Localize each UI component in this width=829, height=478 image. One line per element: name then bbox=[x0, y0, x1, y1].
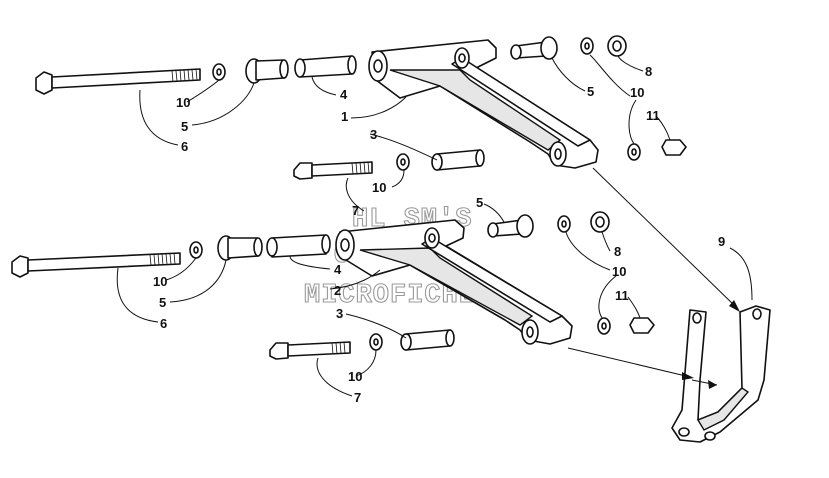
callout-upper-bushing-left: 5 bbox=[181, 119, 188, 134]
callout-lower-top-bushing: 5 bbox=[476, 195, 483, 210]
callout-upper-long-bolt: 6 bbox=[181, 139, 188, 154]
callout-upper-bushing-right: 5 bbox=[587, 84, 594, 99]
lower-nut-washer bbox=[597, 317, 655, 335]
upper-short-bolt bbox=[293, 161, 373, 180]
upper-left-washer bbox=[212, 63, 226, 81]
upper-nut-washer bbox=[627, 139, 687, 161]
callouts: 10 5 6 4 1 3 5 8 10 11 10 7 5 8 10 11 10… bbox=[153, 64, 725, 405]
callout-upper-short-bolt: 7 bbox=[352, 203, 359, 218]
callout-upper-spacer: 4 bbox=[340, 87, 348, 102]
callout-lower-sleeve: 3 bbox=[336, 306, 343, 321]
mounting-bracket bbox=[671, 305, 771, 443]
lower-assembly bbox=[11, 211, 655, 360]
upper-left-bushing bbox=[245, 58, 289, 84]
callout-lower-long-bolt: 6 bbox=[160, 316, 167, 331]
lower-a-arm bbox=[335, 219, 573, 345]
lower-long-bolt bbox=[11, 252, 181, 278]
callout-lower-outer-bushing: 8 bbox=[614, 244, 621, 259]
callout-lower-nut: 11 bbox=[615, 288, 629, 303]
callout-upper-a-arm: 1 bbox=[341, 109, 348, 124]
callout-lower-a-arm: 2 bbox=[334, 283, 341, 298]
upper-short-bolt-washer bbox=[396, 153, 410, 171]
callout-upper-outer-bushing: 8 bbox=[645, 64, 652, 79]
upper-sleeve bbox=[431, 149, 485, 171]
lower-sleeve bbox=[400, 329, 455, 351]
upper-outer-bushing bbox=[607, 35, 627, 57]
callout-lower-washer-right: 10 bbox=[612, 264, 626, 279]
callout-bracket: 9 bbox=[718, 234, 725, 249]
callout-lower-short-bolt-washer: 10 bbox=[348, 369, 362, 384]
lower-short-bolt bbox=[269, 341, 351, 360]
callout-lower-spacer: 4 bbox=[334, 262, 342, 277]
upper-spacer bbox=[294, 55, 357, 78]
callout-upper-washer-right: 10 bbox=[630, 85, 644, 100]
lower-spacer bbox=[266, 234, 331, 258]
callout-upper-nut: 11 bbox=[646, 108, 660, 123]
lower-left-bushing bbox=[217, 235, 263, 261]
upper-assembly bbox=[35, 35, 687, 180]
upper-right-washer bbox=[580, 37, 594, 55]
upper-long-bolt bbox=[35, 68, 201, 95]
lower-outer-bushing bbox=[590, 211, 610, 233]
callout-lower-bushing-left: 5 bbox=[159, 295, 166, 310]
lower-right-washer bbox=[557, 215, 571, 233]
callout-lower-washer-left: 10 bbox=[153, 274, 167, 289]
leader-lines bbox=[116, 54, 753, 397]
upper-right-bushing bbox=[510, 36, 558, 60]
callout-upper-washer-left: 10 bbox=[176, 95, 190, 110]
callout-upper-sleeve: 3 bbox=[370, 127, 377, 142]
callout-lower-short-bolt: 7 bbox=[354, 390, 361, 405]
lower-short-bolt-washer bbox=[369, 333, 383, 351]
lower-left-washer bbox=[189, 241, 203, 259]
lower-top-bushing bbox=[487, 214, 534, 238]
callout-upper-short-bolt-washer: 10 bbox=[372, 180, 386, 195]
upper-a-arm bbox=[368, 39, 599, 169]
